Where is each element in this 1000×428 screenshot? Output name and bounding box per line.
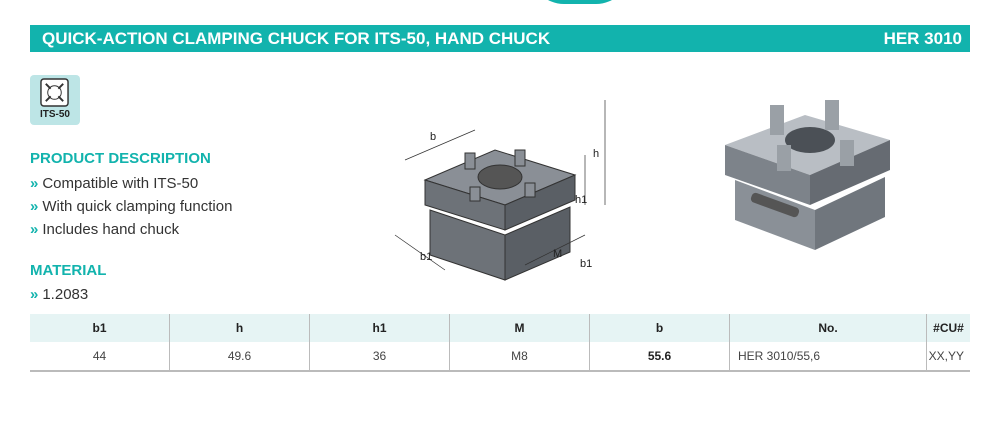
title-bar: QUICK-ACTION CLAMPING CHUCK FOR ITS-50, … — [30, 25, 970, 52]
its-50-badge: ITS-50 — [30, 75, 80, 125]
bullet-icon: » — [30, 286, 39, 303]
col-header: b1 — [30, 314, 170, 342]
dim-label-h: h — [593, 148, 599, 160]
list-item: »1.2083 — [30, 286, 88, 303]
cell: M8 — [449, 342, 590, 372]
spec-table: b1 h h1 M b No. #CU# 44 49.6 36 M8 55.6 … — [30, 314, 970, 372]
description-heading: PRODUCT DESCRIPTION — [30, 150, 211, 167]
dim-label-b1: b1 — [580, 258, 592, 270]
dim-label-h1: h1 — [575, 194, 587, 206]
page-title: QUICK-ACTION CLAMPING CHUCK FOR ITS-50, … — [42, 29, 551, 48]
list-item: »Includes hand chuck — [30, 221, 179, 238]
bullet-icon: » — [30, 221, 39, 238]
product-code: HER 3010 — [883, 29, 962, 48]
cell: HER 3010/55,6 — [729, 342, 927, 372]
cell: 44 — [30, 342, 170, 372]
dim-label-b: b — [430, 131, 436, 143]
material-heading: MATERIAL — [30, 262, 107, 279]
list-item: »With quick clamping function — [30, 198, 232, 215]
item-text: With quick clamping function — [42, 198, 233, 215]
bullet-icon: » — [30, 175, 39, 192]
item-text: Compatible with ITS-50 — [42, 175, 199, 192]
item-text: Includes hand chuck — [42, 221, 180, 238]
badge-label: ITS-50 — [39, 109, 70, 120]
product-photo — [725, 100, 890, 250]
dim-label-m: M — [553, 248, 562, 260]
col-header: M — [449, 314, 590, 342]
col-header: #CU# — [926, 314, 970, 342]
item-text: 1.2083 — [42, 286, 89, 303]
col-header: No. — [729, 314, 927, 342]
col-header: b — [589, 314, 730, 342]
list-item: »Compatible with ITS-50 — [30, 175, 198, 192]
cell: XX,YY — [926, 342, 970, 372]
its-50-chuck-icon — [40, 78, 69, 107]
technical-drawing: b h h1 b1 M b1 — [394, 100, 606, 281]
cell: 55.6 — [589, 342, 730, 372]
decorative-circle — [530, 0, 630, 4]
col-header: h — [169, 314, 310, 342]
bullet-icon: » — [30, 198, 39, 215]
cell: 49.6 — [169, 342, 310, 372]
table-row: 44 49.6 36 M8 55.6 HER 3010/55,6 XX,YY — [30, 342, 970, 372]
cell: 36 — [309, 342, 450, 372]
col-header: h1 — [309, 314, 450, 342]
dim-label-b1: b1 — [420, 251, 432, 263]
